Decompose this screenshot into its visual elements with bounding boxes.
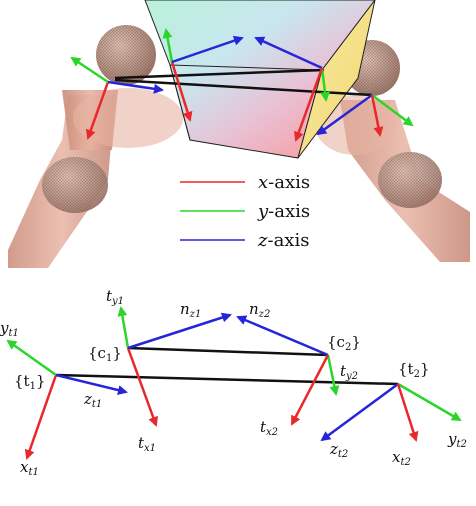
t1-x-arrow [24, 374, 58, 460]
label-z-t1: zt1 [83, 390, 102, 410]
right-limb [315, 40, 470, 262]
c2-y-arrow [326, 354, 340, 396]
render-left-y-arrow [70, 56, 109, 84]
label-n-z2: nz2 [249, 300, 270, 320]
label-x-t2: xt2 [392, 448, 411, 468]
label-x-t1: xt1 [20, 458, 39, 478]
render-left-z-arrow [107, 80, 164, 94]
label-z-t2: zt2 [329, 440, 348, 460]
t1-z-arrow [55, 373, 128, 395]
render-c1-z-arrow [171, 35, 244, 64]
label-t-x1: tx1 [138, 434, 156, 454]
c1-x-arrow [126, 347, 158, 427]
label-t-y2: ty2 [340, 362, 358, 382]
label-y-t1: yt1 [0, 319, 19, 339]
render-right-x-arrow [370, 94, 384, 137]
frame-t1-label: {t1} [14, 372, 46, 392]
render-c2-z-arrow [254, 36, 323, 70]
frame-t2-label: {t2} [398, 360, 430, 380]
t1-y-arrow [6, 339, 57, 377]
render-c2-y-arrow [320, 67, 330, 102]
t2-y-arrow [397, 382, 462, 422]
label-n-z1: nz1 [180, 300, 201, 320]
label-y-t2: yt2 [447, 430, 467, 450]
axis-legend: x-axis y-axis z-axis [180, 172, 310, 251]
render-left-x-arrow [85, 81, 110, 140]
frame-c1-label: {c1} [88, 344, 122, 364]
render-c1-y-arrow [162, 28, 174, 63]
schematic-diagram: {t1} {c1} {c2} {t2} ty1 nz1 nz2 yt1 zt1 … [0, 287, 467, 478]
left-limb [8, 25, 183, 268]
render-right-z-arrow [316, 93, 373, 136]
c2-x-arrow [290, 354, 330, 426]
legend-z-label: z-axis [257, 230, 309, 251]
t2-z-arrow [320, 382, 399, 442]
link-t1-t2 [55, 373, 399, 386]
frame-c2-label: {c2} [327, 333, 361, 353]
render-c1-x-arrow [170, 61, 193, 122]
render-link-top [114, 68, 325, 80]
legend-y-label: y-axis [257, 201, 310, 222]
render-view: x-axis y-axis z-axis [8, 0, 470, 268]
render-right-y-arrow [371, 94, 414, 127]
render-c2-x-arrow [294, 67, 324, 142]
t2-x-arrow [396, 383, 419, 442]
c1-y-arrow [117, 306, 130, 349]
c1-z-arrow [127, 312, 232, 350]
label-t-x2: tx2 [260, 418, 278, 438]
label-t-y1: ty1 [106, 287, 124, 307]
held-object [144, 0, 376, 159]
link-c1-c2 [127, 346, 329, 357]
c2-z-arrow [236, 315, 329, 357]
legend-x-label: x-axis [258, 172, 310, 193]
